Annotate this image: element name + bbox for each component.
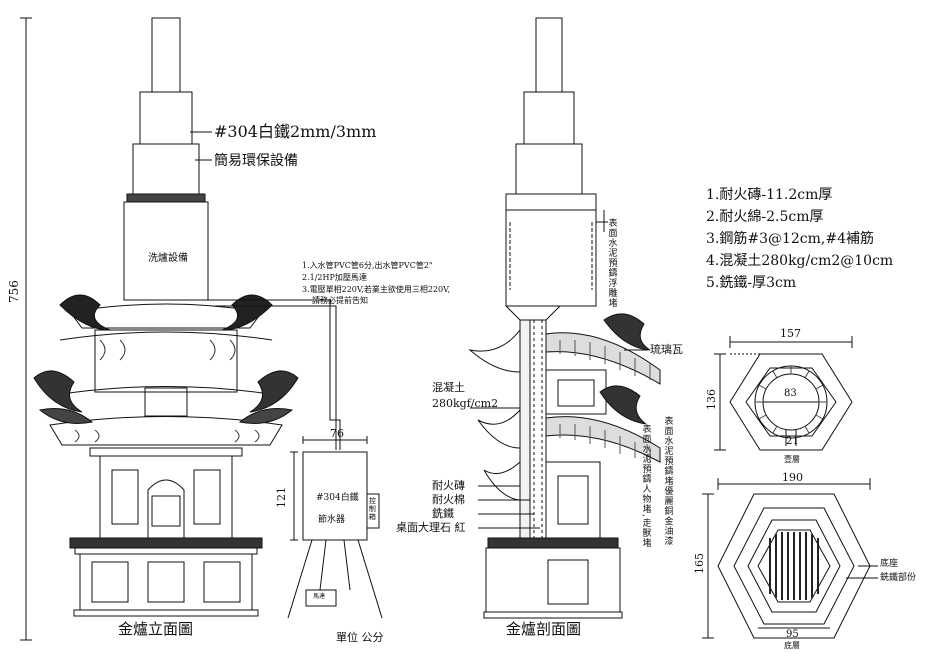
env-device-label: 簡易環保設備 [214,153,298,169]
wash-device-label: 洗爐設備 [148,253,188,264]
concrete-spec-label: 280kgf/cm2 [432,397,499,410]
tank-name-label: 節水器 [318,515,346,525]
upper-wall-label: 21 [786,436,799,447]
upper-plan-label: 壹層 [784,455,800,464]
elevation-env-device [132,143,200,195]
spec-line-1: 1.耐火磚-11.2cm厚 [706,187,833,203]
section-left-eave-upper [468,328,521,373]
note-line-4: 請務必提前告知 [312,296,368,305]
total-height-dimension [20,17,32,641]
unit-label: 單位 公分 [336,631,384,644]
section-vertical-note-2: 表面水泥預鑄堵優麗銅金油漆 [662,416,673,546]
base-width-label: 190 [782,471,803,484]
control-box-label: 控制箱 [368,497,377,521]
elevation-fire-door [147,479,185,539]
marble-label: 桌面大理石 紅 [396,521,466,534]
tank-height-label: 121 [275,487,288,508]
elevation-furnace [33,17,299,617]
motor-label: 馬達 [313,593,326,600]
cast-iron-label: 銑鐵 [432,507,454,520]
plan-upper [714,336,853,451]
upper-inner-label: 83 [784,388,797,399]
elevation-table-slab [69,537,263,549]
spec-line-4: 4.混凝土280kg/cm2@10cm [706,253,894,269]
elevation-collar [126,193,206,203]
chimney-material-label: #304白鐵2mm/3mm [214,122,377,141]
elevation-title: 金爐立面圖 [118,620,194,638]
base-seat-label: 底座 [880,559,899,569]
firebrick-label: 耐火磚 [432,479,465,492]
cast-iron-part-label: 銑鐵部份 [880,573,917,583]
spec-line-3: 3.鋼筋#3@12cm,#4補筋 [706,231,875,247]
section-base [485,547,621,613]
glazed-tile-label: 琉璃瓦 [650,343,683,356]
elevation-chimney-top [151,17,181,93]
section-vertical-note-3: 表面水泥預鑄人物堵,走獸堵 [640,424,651,548]
section-glazed-tile [545,332,661,385]
tank-material-label: #304白鐵 [316,493,359,503]
total-height-label: 756 [7,280,21,303]
section-title: 金爐剖面圖 [506,620,582,638]
tank-motor [305,589,337,607]
section-vertical-note-1: 表面水泥預鑄浮雕堵 [606,218,617,308]
spec-line-5: 5.銑鐵-厚3cm [706,275,797,291]
water-pipe [208,299,341,450]
section-furnace [468,17,661,619]
elevation-wash-body [123,201,209,301]
note-line-1: 1.入水管PVC管6分,出水管PVC管2" [302,261,433,270]
note-line-2: 2.1/2HP加壓馬達 [302,273,367,282]
base-depth-label: 165 [693,553,706,574]
spec-line-2: 2.耐火綿-2.5cm厚 [706,209,824,225]
tank-width-label: 76 [330,427,344,440]
base-plan-label: 底層 [784,641,800,650]
upper-width-label: 157 [780,327,801,340]
fire-wool-label: 耐火棉 [432,493,465,506]
section-wash-body [505,193,597,307]
note-line-3: 3.電壓單相220V,若業主欲使用三相220V, [302,285,451,294]
concrete-label: 混凝土 [432,381,465,394]
plan-base [702,478,878,639]
elevation-chimney-mid [139,91,193,145]
upper-depth-label: 136 [705,389,718,410]
base-inner-label: 95 [786,629,799,640]
water-saver-tank [287,436,383,619]
elevation-upper-tier [94,329,238,393]
tank-control-box [366,493,380,529]
